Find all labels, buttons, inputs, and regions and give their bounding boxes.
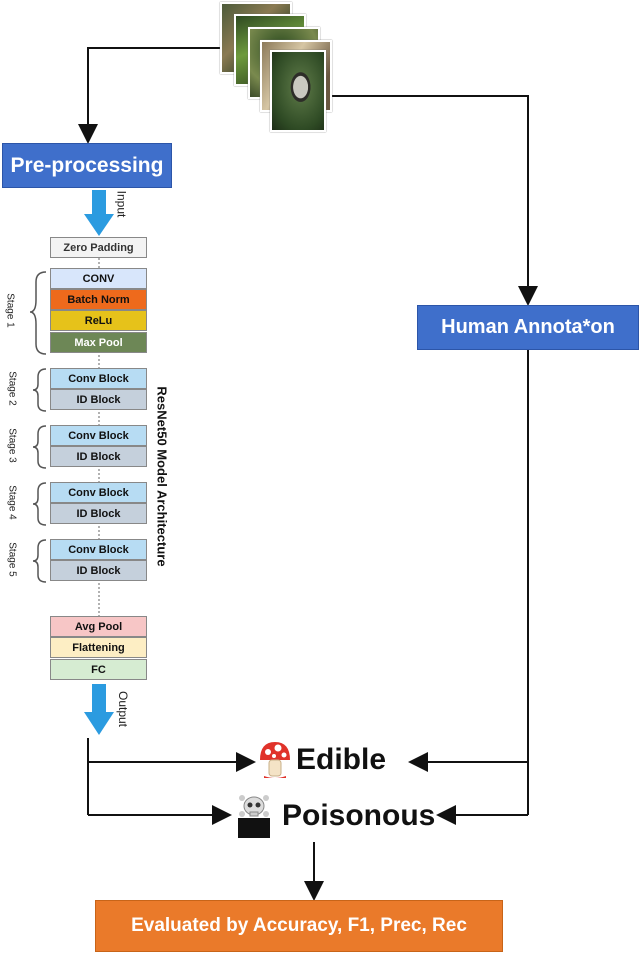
layer-conv-block-2: Conv Block xyxy=(50,368,147,389)
poisonous-label: Poisonous xyxy=(282,799,436,832)
line-photos-to-preprocessing xyxy=(78,47,222,144)
stage-3-label: Stage 3 xyxy=(6,428,18,463)
model-title: ResNet50 Model Architecture xyxy=(154,386,170,567)
input-label: Input xyxy=(114,190,129,218)
preprocessing-label: Pre-processing xyxy=(10,153,164,177)
input-arrow xyxy=(84,190,114,236)
line-photos-to-annotation xyxy=(320,95,538,306)
human-annotation-label: Human Annota*on xyxy=(441,316,615,338)
layer-id-block-2: ID Block xyxy=(50,389,147,410)
stage-4-label: Stage 4 xyxy=(6,485,18,520)
layer-id-block-4: ID Block xyxy=(50,503,147,524)
layer-max-pool: Max Pool xyxy=(50,332,147,353)
stage-brackets xyxy=(29,271,47,583)
layer-id-block-3: ID Block xyxy=(50,446,147,467)
layer-id-block-5: ID Block xyxy=(50,560,147,581)
stage-2-label: Stage 2 xyxy=(6,371,18,406)
preprocessing-box: Pre-processing xyxy=(2,143,172,188)
output-arrow xyxy=(84,684,114,735)
photo-5 xyxy=(270,50,326,132)
output-label: Output xyxy=(116,690,131,728)
human-annotation-box: Human Annota*on xyxy=(417,305,639,350)
layer-relu: ReLu xyxy=(50,310,147,331)
layer-conv-block-3: Conv Block xyxy=(50,425,147,446)
layer-flattening: Flattening xyxy=(50,637,147,658)
layer-conv-block-4: Conv Block xyxy=(50,482,147,503)
evaluation-label: Evaluated by Accuracy, F1, Prec, Rec xyxy=(131,915,467,936)
layer-batch-norm: Batch Norm xyxy=(50,289,147,310)
poisonous-outcome: Poisonous xyxy=(234,794,435,838)
layer-conv-block-5: Conv Block xyxy=(50,539,147,560)
layer-conv: CONV xyxy=(50,268,147,289)
layer-avg-pool: Avg Pool xyxy=(50,616,147,637)
skull-icon xyxy=(238,795,270,838)
stage-5-label: Stage 5 xyxy=(6,542,18,577)
layer-fc: FC xyxy=(50,659,147,680)
stage-1-label: Stage 1 xyxy=(4,293,16,328)
mushroom-icon xyxy=(260,742,290,778)
edible-outcome: Edible xyxy=(258,740,386,780)
edible-label: Edible xyxy=(296,743,387,776)
evaluation-box: Evaluated by Accuracy, F1, Prec, Rec xyxy=(95,900,503,952)
layer-zero-padding: Zero Padding xyxy=(50,237,147,258)
